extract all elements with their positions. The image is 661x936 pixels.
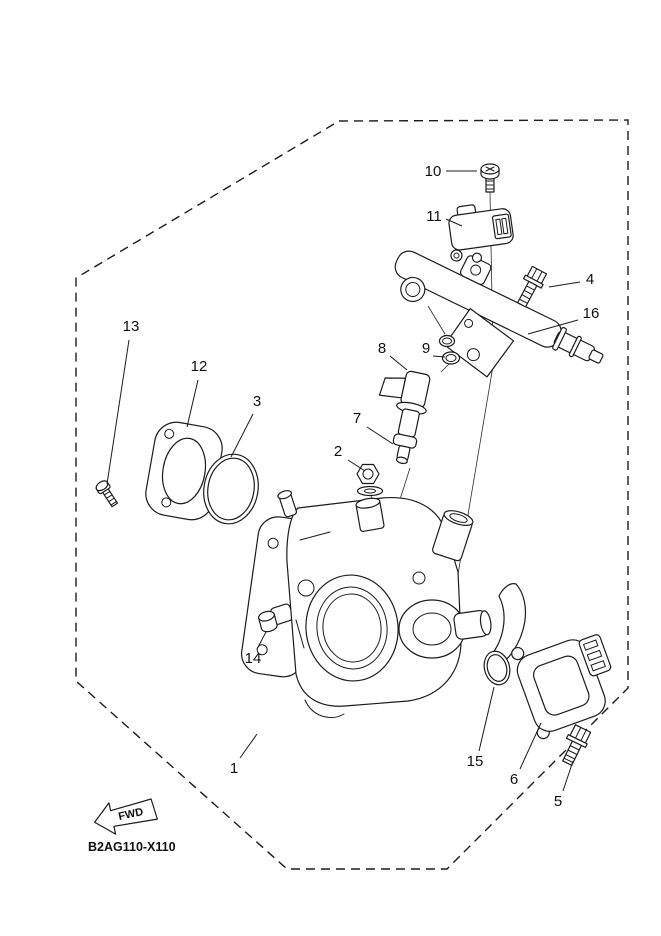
sensor-11 bbox=[448, 204, 514, 263]
callout-leader-4 bbox=[548, 281, 581, 288]
cap-14 bbox=[258, 610, 278, 633]
callout-label-4: 4 bbox=[586, 271, 594, 288]
washer bbox=[356, 485, 384, 497]
callout-label-11: 11 bbox=[426, 208, 442, 225]
callout-leader-7 bbox=[366, 426, 394, 445]
fuel-injector bbox=[378, 370, 431, 465]
fuel-rail bbox=[394, 250, 604, 378]
mount-ear bbox=[511, 646, 525, 661]
screw-10 bbox=[480, 163, 500, 193]
o-ring-3 bbox=[203, 453, 259, 525]
callout-label-15: 15 bbox=[467, 753, 484, 770]
callout-leader-13 bbox=[106, 339, 130, 485]
callout-leader-12 bbox=[186, 379, 199, 428]
connector-shroud bbox=[578, 634, 612, 677]
mount-ear bbox=[471, 252, 483, 263]
gasket-12 bbox=[145, 421, 223, 521]
callout-label-5: 5 bbox=[554, 793, 562, 810]
callout-leader-3 bbox=[230, 413, 254, 458]
callout-leader-15 bbox=[478, 686, 495, 752]
bolt-5 bbox=[562, 724, 592, 766]
callout-leader-2 bbox=[347, 459, 366, 472]
rail-bracket bbox=[444, 307, 515, 378]
callout-label-7: 7 bbox=[353, 410, 361, 427]
mount-ear bbox=[450, 249, 463, 262]
callout-leader-9 bbox=[432, 355, 446, 358]
shaft-boss bbox=[355, 497, 385, 532]
main-bore bbox=[305, 574, 399, 682]
callout-leader-1 bbox=[239, 733, 258, 759]
sensor-6 bbox=[511, 634, 612, 740]
injector-port bbox=[431, 510, 474, 562]
screw-13 bbox=[95, 480, 119, 508]
dashed-border bbox=[75, 119, 629, 870]
side-stub bbox=[453, 609, 492, 640]
callout-leader-16 bbox=[527, 319, 579, 335]
callout-label-10: 10 bbox=[425, 163, 442, 180]
fwd-label: FWD bbox=[117, 806, 144, 823]
callout-label-6: 6 bbox=[510, 771, 518, 788]
callout-label-2: 2 bbox=[334, 443, 342, 460]
callout-label-8: 8 bbox=[378, 340, 386, 357]
diagram-code: B2AG110-X110 bbox=[88, 840, 176, 854]
nut-2 bbox=[356, 463, 384, 497]
callout-label-16: 16 bbox=[583, 305, 600, 322]
callout-label-14: 14 bbox=[245, 650, 262, 667]
o-rings-9 bbox=[438, 334, 461, 365]
callout-label-13: 13 bbox=[123, 318, 140, 335]
callout-label-9: 9 bbox=[422, 340, 430, 357]
idle-screw bbox=[277, 490, 297, 518]
callout-leader-8 bbox=[389, 355, 408, 371]
callout-label-1: 1 bbox=[230, 760, 238, 777]
bolt-4 bbox=[517, 265, 548, 308]
fwd-arrow: FWD bbox=[94, 798, 158, 835]
fuel-inlet-joint bbox=[552, 326, 604, 364]
callout-leader-14 bbox=[256, 631, 267, 650]
callout-leader-6 bbox=[519, 722, 542, 770]
callout-leader-5 bbox=[562, 760, 574, 792]
callout-label-12: 12 bbox=[191, 358, 208, 375]
throttle-body bbox=[241, 490, 492, 718]
o-ring-15 bbox=[483, 650, 511, 686]
injector-cup bbox=[400, 276, 426, 303]
callout-leader-11 bbox=[445, 218, 463, 227]
callout-label-3: 3 bbox=[253, 393, 261, 410]
